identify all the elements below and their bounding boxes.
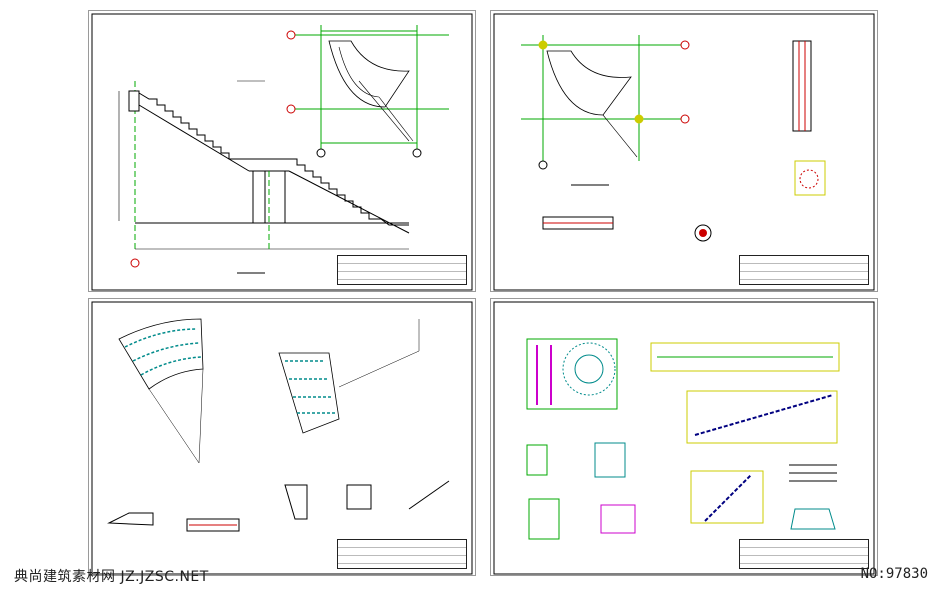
title-block [337, 539, 467, 569]
drawing-sheet-1 [88, 10, 476, 292]
stair-elevation-drawing [91, 13, 473, 291]
watermark-id-text: NO:97830 [860, 566, 928, 582]
title-block [739, 539, 869, 569]
watermark-site-text: 典尚建筑素材网 JZ.JZSC.NET [14, 569, 209, 585]
drawing-sheet-2 [490, 10, 878, 292]
rebar-detail-drawing [493, 301, 875, 575]
curved-stair-detail-drawing [91, 301, 473, 575]
title-block [739, 255, 869, 285]
stair-plan-drawing [493, 13, 875, 291]
title-block [337, 255, 467, 285]
drawing-sheet-4 [490, 298, 878, 576]
drawing-sheet-3 [88, 298, 476, 576]
